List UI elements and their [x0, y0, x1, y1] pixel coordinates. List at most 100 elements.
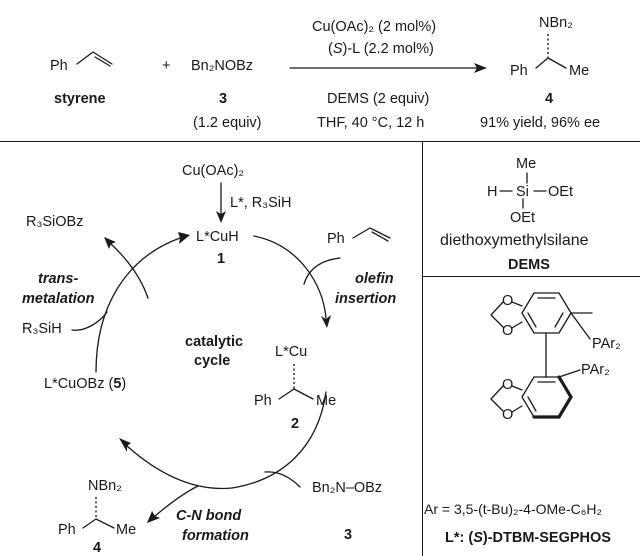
dems-oet-right: OEt [548, 184, 573, 200]
product-bonds [535, 57, 567, 69]
silyl-ester: R₃SiOBz [26, 214, 83, 230]
styrene-structure: Ph styrene [50, 51, 113, 107]
product-structure: NBn₂ Ph Me 4 91% yield, 96% ee [480, 15, 600, 131]
top-reaction-equation: Ph styrene + Bn₂NOBz 3 (1.2 equiv) Cu(OA… [50, 15, 600, 131]
upper-o1-bond [511, 301, 523, 307]
upper-ring-double-2 [554, 312, 564, 328]
dems-me: Me [516, 156, 536, 172]
arc-insertion [253, 235, 327, 319]
arc-to-benzoate-arrowhead [119, 438, 131, 452]
arc-transmetalation [95, 237, 181, 373]
product-me: Me [569, 63, 589, 79]
ligand-o4: O [502, 407, 513, 423]
alkyl-copper-ph: Ph [254, 393, 272, 409]
cu-hydride-number: 1 [217, 251, 225, 267]
cycle-product-ph: Ph [58, 522, 76, 538]
reaction-conditions: Cu(OAc)₂ (2 mol%) (S)-L (2.2 mol%) DEMS … [289, 19, 487, 131]
styrene-label: styrene [54, 91, 106, 107]
lower-ring-double-2 [527, 396, 537, 412]
transmetalation-label-1: trans- [38, 271, 78, 287]
reaction-arrowhead [474, 63, 487, 73]
ligand-par2-top: PAr₂ [592, 336, 621, 352]
alkyl-copper: L*Cu [275, 344, 307, 360]
cycle-styrene-double-bond [371, 231, 389, 242]
activation-arrowhead [216, 211, 226, 223]
silyl-ester-arrowhead [104, 237, 116, 249]
lower-ring-bold-edge-1 [557, 375, 573, 399]
plus-sign: + [162, 58, 170, 74]
arc-to-benzoate [126, 445, 233, 490]
condition-solvent: THF, 40 °C, 12 h [317, 115, 424, 131]
cn-formation-label-2: formation [182, 528, 249, 544]
ligand-o3: O [502, 377, 513, 393]
lower-methylene [490, 385, 504, 412]
cycle-styrene-bond [352, 227, 391, 239]
lower-o4-bond [511, 405, 523, 413]
cycle-product-me: Me [116, 522, 136, 538]
arc-insertion-arrowhead [321, 315, 331, 328]
reagent-uptake-curve [264, 471, 301, 488]
condition-ligand: (S)-L (2.2 mol%) [328, 41, 434, 57]
styrene-double-bond [94, 56, 111, 67]
cycle-product-number: 4 [93, 540, 101, 556]
styrene-bond [76, 51, 113, 65]
silane-input: R₃SiH [22, 321, 62, 337]
cycle-center-2: cycle [194, 353, 230, 369]
product-ph: Ph [510, 63, 528, 79]
arc-cn-formation [231, 391, 327, 489]
dems-full-name: diethoxymethylsilane [440, 232, 589, 249]
insertion-label-2: insertion [335, 291, 396, 307]
cu-benzoate: L*CuOBz (5) [44, 376, 126, 392]
alkyl-copper-number: 2 [291, 416, 299, 432]
condition-silane: DEMS (2 equiv) [327, 91, 429, 107]
dems-oet-bottom: OEt [510, 210, 535, 226]
cycle-reagent: Bn₂N–OBz [312, 480, 382, 496]
condition-catalyst: Cu(OAc)₂ (2 mol%) [312, 19, 436, 35]
dems-h: H [487, 184, 497, 200]
lower-ring-bold-edge-2 [557, 395, 573, 419]
amine-reagent-formula: Bn₂NOBz [191, 58, 253, 74]
upper-methylene [490, 301, 504, 328]
product-nbn2: NBn₂ [539, 15, 573, 31]
ligand-panel: O O PAr₂ O O PAr₂ Ar = 3,5-(t-Bu [424, 292, 621, 546]
silyl-ester-release [110, 243, 149, 299]
product-number: 4 [545, 91, 553, 107]
upper-o2-bond [511, 321, 523, 329]
activation-reagents: L*, R₃SiH [230, 195, 292, 211]
cycle-product-nbn2: NBn₂ [88, 478, 122, 494]
lower-p-bond [558, 369, 581, 378]
alkyl-copper-me: Me [316, 393, 336, 409]
dems-si: Si [516, 184, 529, 200]
upper-benzene-ring [521, 292, 572, 334]
transmetalation-label-2: metalation [22, 291, 95, 307]
styrene-ph-text: Ph [50, 58, 68, 74]
dtbm-segphos-structure: O O PAr₂ O O PAr₂ [490, 292, 621, 423]
alkyl-copper-bonds [278, 388, 314, 400]
catalytic-cycle: Cu(OAc)₂ L*, R₃SiH L*CuH 1 R₃SiOBz R₃SiH… [22, 163, 396, 556]
olefin-uptake-curve [303, 257, 341, 285]
cycle-styrene-ph: Ph [327, 231, 345, 247]
arc-transmetalation-arrowhead [178, 232, 190, 244]
ligand-par2-bottom: PAr₂ [581, 362, 610, 378]
amine-reagent-number: 3 [219, 91, 227, 107]
ligand-name: L*: (S)-DTBM-SEGPHOS [445, 530, 611, 546]
cn-formation-label-1: C-N bond [176, 508, 242, 524]
cu-hydride: L*CuH [196, 229, 239, 245]
upper-p-link [570, 312, 591, 340]
cycle-product-bonds [82, 518, 115, 529]
ligand-o2: O [502, 323, 513, 339]
amine-reagent-equiv: (1.2 equiv) [193, 115, 262, 131]
upper-ring-double-3 [527, 312, 537, 328]
ligand-o1: O [502, 293, 513, 309]
product-release-curve [154, 485, 199, 517]
precatalyst: Cu(OAc)₂ [182, 163, 244, 179]
ligand-ar-definition: Ar = 3,5-(t-Bu)₂-4-OMe-C₆H₂ [424, 501, 602, 517]
cycle-center-1: catalytic [185, 334, 243, 350]
insertion-label-1: olefin [355, 271, 394, 287]
dems-panel: Me H Si OEt OEt diethoxymethylsilane DEM… [440, 156, 589, 273]
dems-abbreviation: DEMS [508, 257, 550, 273]
silane-input-curve [71, 311, 108, 331]
amine-reagent: Bn₂NOBz 3 (1.2 equiv) [191, 58, 262, 131]
product-release-arrowhead [147, 511, 160, 523]
